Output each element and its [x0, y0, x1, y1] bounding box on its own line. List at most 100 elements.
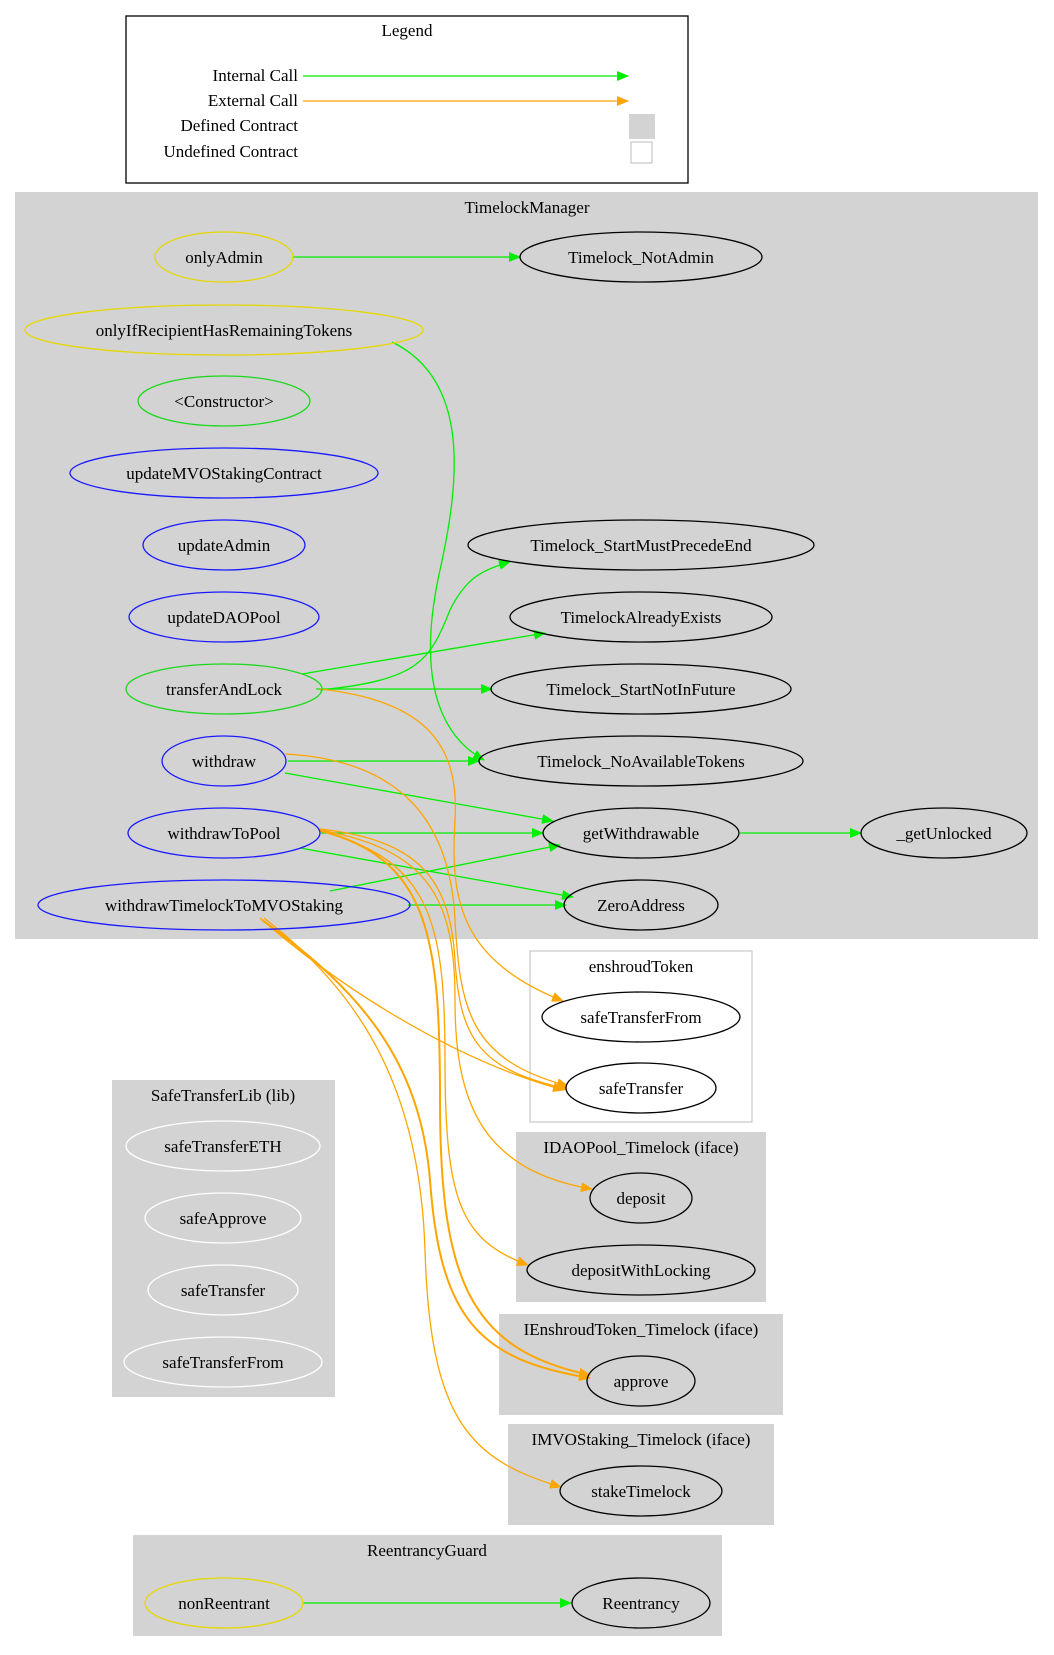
node-approve-label: approve [614, 1372, 669, 1391]
node-only-admin[interactable] [154, 231, 294, 283]
edge-onlyifrecipient-noavailabletokens [391, 341, 485, 761]
cluster-safe-transfer-lib [112, 1080, 335, 1397]
node-withdraw-timelock-to-mvo-staking[interactable] [37, 879, 411, 931]
node-update-admin[interactable] [142, 519, 306, 571]
edge-withdrawmvo-approve [261, 919, 591, 1382]
node-reentrancy-label: Reentrancy [602, 1594, 680, 1613]
node-lib-safe-approve[interactable] [144, 1192, 302, 1244]
legend-undefined-contract-swatch [630, 141, 653, 164]
legend-defined-contract-swatch [629, 114, 655, 139]
edge-withdrawmvo-safetransfer [259, 917, 565, 1093]
legend-box [125, 15, 689, 184]
cluster-timelock-manager [15, 192, 1038, 939]
node-deposit-with-locking-label: depositWithLocking [571, 1261, 711, 1280]
node-lib-safe-approve-label: safeApprove [180, 1209, 267, 1228]
node-withdraw[interactable] [161, 735, 287, 787]
node-get-withdrawable-label: getWithdrawable [583, 824, 699, 843]
node-get-withdrawable[interactable] [542, 807, 740, 859]
node-update-dao-pool[interactable] [128, 591, 320, 643]
cluster-idao-pool-title: IDAOPool_Timelock (iface) [543, 1138, 738, 1157]
node-zero-address-label: ZeroAddress [597, 896, 685, 915]
node-approve[interactable] [586, 1355, 696, 1407]
edge-withdrawtopool-approve [321, 830, 591, 1378]
node-lib-safe-transfer[interactable] [147, 1264, 299, 1316]
node-deposit[interactable] [589, 1172, 693, 1224]
edge-transferandlock-alreadyexists [301, 629, 546, 675]
cluster-ienshroud-token-title: IEnshroudToken_Timelock (iface) [524, 1320, 759, 1339]
cluster-enshroud-token-title: enshroudToken [589, 957, 694, 976]
node-enshroud-safe-transfer-from-label: safeTransferFrom [580, 1008, 701, 1027]
node-stake-timelock-label: stakeTimelock [591, 1482, 691, 1501]
edge-transferandlock-safetransferfrom [319, 688, 564, 1002]
legend-external-call-label: External Call [208, 91, 298, 110]
node-lib-safe-transfer-from-label: safeTransferFrom [162, 1353, 283, 1372]
safe-transfer-lib-nodes: safeTransferETH safeApprove safeTransfer… [123, 1120, 323, 1388]
reentrancy-guard-nodes: nonReentrant Reentrancy [144, 1577, 711, 1629]
node-withdraw-label: withdraw [192, 752, 257, 771]
node-timelock-not-admin[interactable] [519, 231, 763, 283]
edge-withdrawtopool-zeroaddress [299, 847, 574, 900]
node-update-dao-pool-label: updateDAOPool [167, 608, 281, 627]
node-update-admin-label: updateAdmin [178, 536, 271, 555]
node-timelock-start-not-in-future[interactable] [490, 663, 792, 715]
cluster-ienshroud-token [499, 1314, 783, 1415]
node-non-reentrant-label: nonReentrant [178, 1594, 270, 1613]
edge-withdrawmvo-staketimelock [263, 917, 562, 1489]
node-constructor-label: <Constructor> [174, 392, 273, 411]
node-timelock-no-available-tokens[interactable] [478, 735, 804, 787]
legend-internal-call-label: Internal Call [213, 66, 299, 85]
edge-withdraw-getwithdrawable [284, 772, 554, 824]
idao-pool-nodes: deposit depositWithLocking [526, 1172, 756, 1296]
node-deposit-with-locking[interactable] [526, 1244, 756, 1296]
node-constructor[interactable] [137, 375, 311, 427]
node-lib-safe-transfer-eth-label: safeTransferETH [164, 1137, 281, 1156]
legend-undefined-contract-label: Undefined Contract [163, 142, 298, 161]
cluster-imvo-staking-title: IMVOStaking_Timelock (iface) [532, 1430, 751, 1449]
node-enshroud-safe-transfer[interactable] [565, 1062, 717, 1114]
node-only-admin-label: onlyAdmin [185, 248, 263, 267]
node-enshroud-safe-transfer-label: safeTransfer [599, 1079, 684, 1098]
node-timelock-start-must-precede-end-label: Timelock_StartMustPrecedeEnd [530, 536, 752, 555]
node-timelock-no-available-tokens-label: Timelock_NoAvailableTokens [537, 752, 745, 771]
node-stake-timelock[interactable] [559, 1465, 723, 1517]
cluster-reentrancy-guard [133, 1535, 722, 1636]
legend: Legend Internal Call External Call Defin… [125, 15, 689, 184]
node-timelock-already-exists[interactable] [509, 591, 773, 643]
edge-withdraw-safetransfer [284, 753, 569, 1089]
node-reentrancy[interactable] [571, 1577, 711, 1629]
legend-defined-contract-label: Defined Contract [180, 116, 298, 135]
node-enshroud-safe-transfer-from[interactable] [541, 991, 741, 1043]
node-deposit-label: deposit [616, 1189, 665, 1208]
node-only-if-recipient-has-remaining-tokens-label: onlyIfRecipientHasRemainingTokens [96, 321, 353, 340]
timelock-manager-nodes: onlyAdmin onlyIfRecipientHasRemainingTok… [24, 231, 1028, 931]
cluster-timelock-manager-title: TimelockManager [465, 198, 590, 217]
ienshroud-token-nodes: approve [586, 1355, 696, 1407]
internal-call-edges [284, 252, 862, 1608]
node-withdraw-to-pool[interactable] [127, 807, 321, 859]
node-lib-safe-transfer-label: safeTransfer [181, 1281, 266, 1300]
node-timelock-start-must-precede-end[interactable] [467, 519, 815, 571]
node-lib-safe-transfer-from[interactable] [123, 1336, 323, 1388]
node-lib-safe-transfer-eth[interactable] [125, 1120, 321, 1172]
node-update-mvo-staking-contract[interactable] [69, 447, 379, 499]
edge-transferandlock-startmustprecedeend [319, 560, 511, 691]
node-withdraw-timelock-to-mvo-staking-label: withdrawTimelockToMVOStaking [105, 896, 344, 915]
node-only-if-recipient-has-remaining-tokens[interactable] [24, 304, 424, 356]
node-get-unlocked[interactable] [860, 807, 1028, 859]
edge-withdrawtopool-depositwithlocking [319, 830, 529, 1266]
node-transfer-and-lock[interactable] [125, 663, 323, 715]
cluster-safe-transfer-lib-title: SafeTransferLib (lib) [151, 1086, 295, 1105]
node-update-mvo-staking-contract-label: updateMVOStakingContract [126, 464, 322, 483]
imvo-staking-nodes: stakeTimelock [559, 1465, 723, 1517]
legend-title: Legend [382, 21, 433, 40]
node-timelock-already-exists-label: TimelockAlreadyExists [561, 608, 722, 627]
node-timelock-not-admin-label: Timelock_NotAdmin [568, 248, 714, 267]
node-non-reentrant[interactable] [144, 1577, 304, 1629]
edge-withdrawtopool-safetransfer [319, 828, 569, 1092]
node-zero-address[interactable] [563, 879, 719, 931]
enshroud-token-nodes: safeTransferFrom safeTransfer [541, 991, 741, 1114]
node-get-unlocked-label: _getUnlocked [895, 824, 992, 843]
node-timelock-start-not-in-future-label: Timelock_StartNotInFuture [546, 680, 735, 699]
edge-withdrawtopool-deposit [319, 829, 593, 1193]
